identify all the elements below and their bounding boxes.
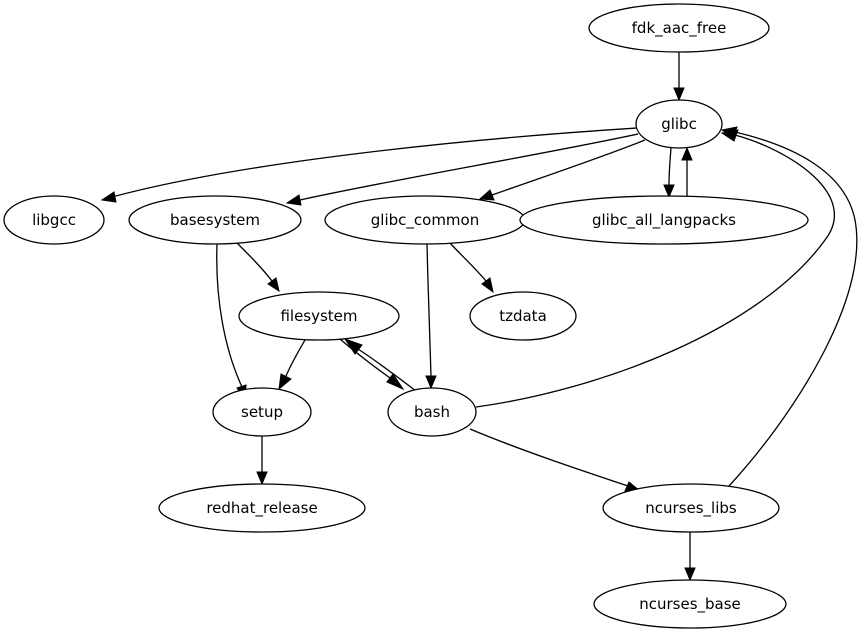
arrowhead-icon	[343, 338, 363, 355]
edge-line	[491, 139, 646, 196]
edge-filesystem-to-bash	[339, 338, 405, 391]
edge-bash-to-glibc	[475, 129, 836, 408]
edge-glibc-to-glibc-all-langpacks	[663, 147, 675, 199]
node-filesystem[interactable]: filesystem	[238, 291, 400, 341]
node-ellipse	[3, 195, 105, 245]
node-ncurses-base[interactable]: ncurses_base	[593, 579, 787, 629]
edge-ncurses-libs-to-glibc	[720, 126, 858, 487]
edge-line	[668, 147, 672, 186]
arrowhead-icon	[720, 126, 738, 138]
edge-glibc-all-langpacks-to-glibc	[681, 146, 693, 196]
node-ellipse	[635, 99, 723, 149]
node-label: libgcc	[32, 211, 76, 229]
node-ellipse	[212, 387, 312, 437]
node-basesystem[interactable]: basesystem	[128, 195, 302, 245]
node-ellipse	[128, 195, 302, 245]
arrowhead-icon	[425, 375, 437, 390]
node-fdk-aac-free[interactable]: fdk_aac_free	[588, 3, 770, 53]
node-label: glibc_common	[371, 211, 479, 230]
node-label: bash	[414, 403, 450, 421]
node-label: ncurses_base	[639, 595, 741, 614]
edge-line	[339, 338, 391, 379]
edge-line	[469, 428, 629, 487]
node-setup[interactable]: setup	[212, 387, 312, 437]
arrowhead-icon	[478, 189, 495, 201]
arrowhead-icon	[267, 277, 280, 293]
edge-bash-to-filesystem	[343, 338, 417, 392]
edge-line	[475, 134, 836, 408]
node-libgcc[interactable]: libgcc	[3, 195, 105, 245]
node-glibc-common[interactable]: glibc_common	[324, 195, 526, 245]
edge-line	[449, 242, 487, 282]
node-ellipse	[588, 3, 770, 53]
edge-bash-to-ncurses-libs	[469, 428, 642, 492]
node-ellipse	[593, 579, 787, 629]
edge-line	[357, 348, 417, 392]
edge-glibc-to-basesystem	[285, 133, 639, 206]
edge-fdk-aac-free-to-glibc	[673, 52, 685, 102]
node-ellipse	[238, 291, 400, 341]
node-label: ncurses_libs	[645, 499, 737, 518]
edge-setup-to-redhat-release	[256, 436, 268, 486]
edge-line	[111, 127, 638, 198]
node-ellipse	[519, 195, 809, 245]
node-label: fdk_aac_free	[632, 19, 727, 38]
node-label: setup	[241, 403, 283, 421]
node-glibc-all-langpacks[interactable]: glibc_all_langpacks	[519, 195, 809, 245]
arrowhead-icon	[481, 277, 494, 294]
edge-ncurses-libs-to-ncurses-base	[684, 532, 696, 582]
arrowhead-icon	[681, 146, 693, 161]
arrowhead-icon	[278, 373, 292, 391]
edge-basesystem-to-filesystem	[236, 242, 280, 293]
node-label: tzdata	[499, 307, 547, 325]
edge-line	[299, 133, 639, 201]
edge-line	[285, 339, 306, 377]
node-ellipse	[387, 387, 477, 437]
arrowhead-icon	[100, 191, 117, 203]
edge-line	[728, 131, 858, 487]
node-label: basesystem	[170, 211, 260, 229]
edge-line	[236, 242, 273, 282]
node-ncurses-libs[interactable]: ncurses_libs	[602, 483, 780, 533]
edge-line	[426, 243, 432, 377]
arrowhead-icon	[285, 194, 302, 206]
node-label: glibc	[661, 115, 697, 133]
edge-line	[216, 243, 243, 388]
node-glibc[interactable]: glibc	[635, 99, 723, 149]
node-ellipse	[469, 291, 577, 341]
arrowhead-icon	[663, 184, 675, 199]
arrowhead-icon	[673, 87, 685, 102]
edge-glibc-to-libgcc	[100, 127, 638, 203]
edge-glibc-common-to-bash	[425, 243, 437, 390]
node-label: filesystem	[280, 307, 357, 325]
node-tzdata[interactable]: tzdata	[469, 291, 577, 341]
node-label: redhat_release	[206, 499, 317, 518]
edge-glibc-to-glibc-common	[478, 139, 646, 201]
node-ellipse	[158, 483, 366, 533]
node-bash[interactable]: bash	[387, 387, 477, 437]
node-ellipse	[602, 483, 780, 533]
arrowhead-icon	[386, 373, 405, 391]
arrowhead-icon	[256, 471, 268, 486]
node-redhat-release[interactable]: redhat_release	[158, 483, 366, 533]
edge-glibc-common-to-tzdata	[449, 242, 494, 294]
node-label: glibc_all_langpacks	[592, 211, 736, 230]
edge-filesystem-to-setup	[278, 339, 306, 391]
arrowhead-icon	[684, 567, 696, 582]
